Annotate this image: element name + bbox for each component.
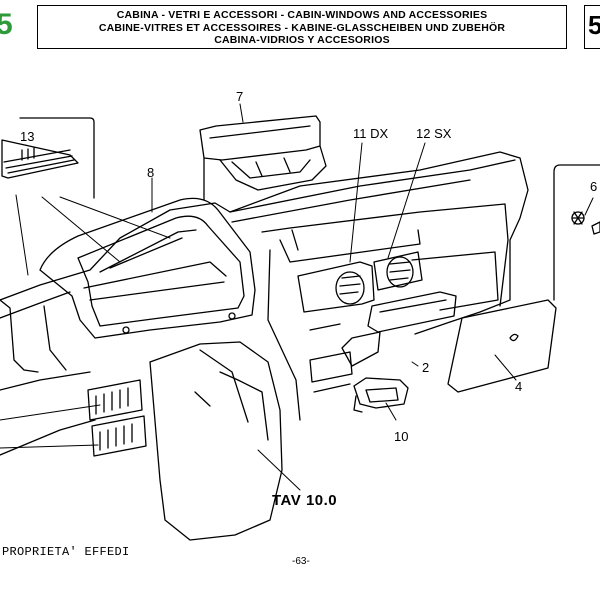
callout-2: 2 [422, 360, 430, 375]
callout-13: 13 [20, 129, 35, 144]
inset-part-13 [1, 117, 95, 199]
callout-8: 8 [147, 165, 155, 180]
title-block: CABINA - VETRI E ACCESSORI - CABIN-WINDO… [37, 5, 567, 49]
callout-12-sx: 12 SX [416, 126, 452, 141]
section-number-box-right [584, 5, 600, 49]
part-dashboard-body [0, 151, 529, 541]
title-line-3: CABINA-VIDRIOS Y ACCESORIOS [214, 34, 390, 46]
section-number-right: 5 [588, 10, 600, 40]
title-line-1: CABINA - VETRI E ACCESSORI - CABIN-WINDO… [116, 9, 488, 21]
part-7-air-duct [199, 115, 327, 201]
callout-7: 7 [236, 89, 244, 104]
ownership-note: PROPRIETA' EFFEDI [2, 545, 130, 559]
callout-11-dx: 11 DX [353, 126, 389, 141]
parts-11-12-center-vents [297, 251, 423, 313]
part-2-tray [341, 291, 457, 367]
part-10-clip [353, 377, 409, 413]
inset-part-6 [553, 164, 600, 301]
plate-number: TAV 10.0 [272, 492, 338, 509]
title-line-2: CABINE-VITRES ET ACCESSOIRES - KABINE-GL… [98, 21, 506, 34]
callout-4: 4 [515, 379, 523, 394]
page-number: -63- [292, 556, 310, 567]
section-number-left: 5 [0, 8, 13, 41]
callout-6: 6 [590, 179, 598, 194]
callout-10: 10 [394, 429, 409, 444]
part-4-panel [447, 299, 557, 393]
